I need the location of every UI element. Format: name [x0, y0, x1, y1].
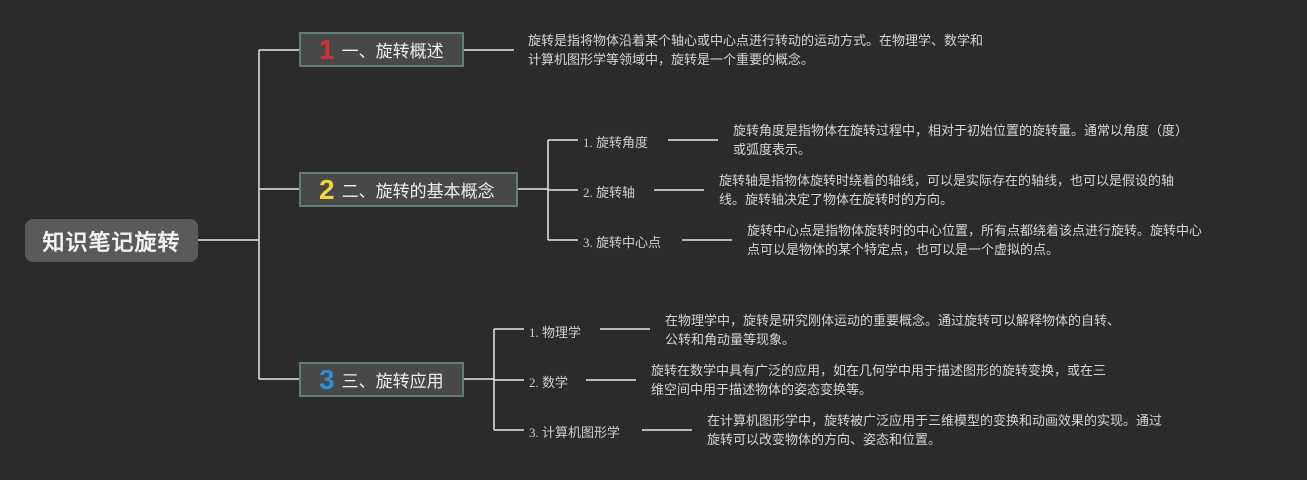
branch-3-child-1-description: 在物理学中，旋转是研究刚体运动的重要概念。通过旋转可以解释物体的自转、 公转和角… [665, 312, 1120, 350]
description-line: 在物理学中，旋转是研究刚体运动的重要概念。通过旋转可以解释物体的自转、 [665, 314, 1121, 329]
branch-1-topic[interactable]: 1 一、旋转概述 [299, 32, 464, 67]
branch-2-child-2-description: 旋转轴是指物体旋转时绕着的轴线，可以是实际存在的轴线，也可以是假设的轴 线。旋转… [719, 172, 1174, 210]
root-topic[interactable]: 知识笔记旋转 [25, 219, 198, 262]
branch-2-label: 二、旋转的基本概念 [341, 182, 495, 202]
branch-3-child-3-description: 在计算机图形学中，旋转被广泛应用于三维模型的变换和动画效果的实现。通过 旋转可以… [707, 412, 1162, 450]
description-line: 旋转中心点是指物体旋转时的中心位置，所有点都绕着该点进行旋转。旋转中心 [747, 224, 1203, 239]
branch-3-child-3[interactable]: 3. 计算机图形学 [529, 425, 621, 440]
description-line: 或弧度表示。 [733, 143, 812, 158]
description-line: 旋转可以改变物体的方向、姿态和位置。 [707, 433, 942, 448]
description-line: 旋转在数学中具有广泛的应用，如在几何学中用于描述图形的旋转变换，或在三 [651, 364, 1107, 379]
branch-2-topic[interactable]: 2 二、旋转的基本概念 [299, 172, 518, 207]
branch-2-child-1[interactable]: 1. 旋转角度 [583, 135, 649, 150]
description-line: 计算机图形学等领域中，旋转是一个重要的概念。 [528, 53, 815, 68]
description-line: 旋转角度是指物体在旋转过程中，相对于初始位置的旋转量。通常以角度（度） [733, 124, 1189, 139]
branch-1-number: 1 [319, 33, 335, 65]
branch-1-description: 旋转是指将物体沿着某个轴心或中心点进行转动的运动方式。在物理学、数学和 计算机图… [528, 32, 983, 70]
description-line: 在计算机图形学中，旋转被广泛应用于三维模型的变换和动画效果的实现。通过 [707, 414, 1163, 429]
branch-3-child-2-description: 旋转在数学中具有广泛的应用，如在几何学中用于描述图形的旋转变换，或在三 维空间中… [651, 362, 1106, 400]
branch-3-label: 三、旋转应用 [341, 372, 444, 392]
description-line: 旋转轴是指物体旋转时绕着的轴线，可以是实际存在的轴线，也可以是假设的轴 [719, 174, 1175, 189]
branch-2-child-3[interactable]: 3. 旋转中心点 [583, 235, 662, 250]
branch-1-label: 一、旋转概述 [341, 42, 444, 62]
branch-3-child-1[interactable]: 1. 物理学 [529, 325, 582, 340]
branch-3-number: 3 [319, 363, 335, 395]
description-line: 维空间中用于描述物体的姿态变换等。 [651, 383, 873, 398]
description-line: 点可以是物体的某个特定点，也可以是一个虚拟的点。 [747, 243, 1060, 258]
branch-3-topic[interactable]: 3 三、旋转应用 [299, 362, 464, 397]
description-line: 线。旋转轴决定了物体在旋转时的方向。 [719, 193, 954, 208]
branch-2-number: 2 [319, 173, 335, 205]
description-line: 公转和角动量等现象。 [665, 333, 796, 348]
branch-2-child-1-description: 旋转角度是指物体在旋转过程中，相对于初始位置的旋转量。通常以角度（度） 或弧度表… [733, 122, 1188, 160]
description-line: 旋转是指将物体沿着某个轴心或中心点进行转动的运动方式。在物理学、数学和 [528, 34, 984, 49]
branch-2-child-3-description: 旋转中心点是指物体旋转时的中心位置，所有点都绕着该点进行旋转。旋转中心 点可以是… [747, 222, 1202, 260]
branch-3-child-2[interactable]: 2. 数学 [529, 375, 569, 390]
branch-2-child-2[interactable]: 2. 旋转轴 [583, 185, 636, 200]
root-title: 知识笔记旋转 [42, 230, 181, 256]
